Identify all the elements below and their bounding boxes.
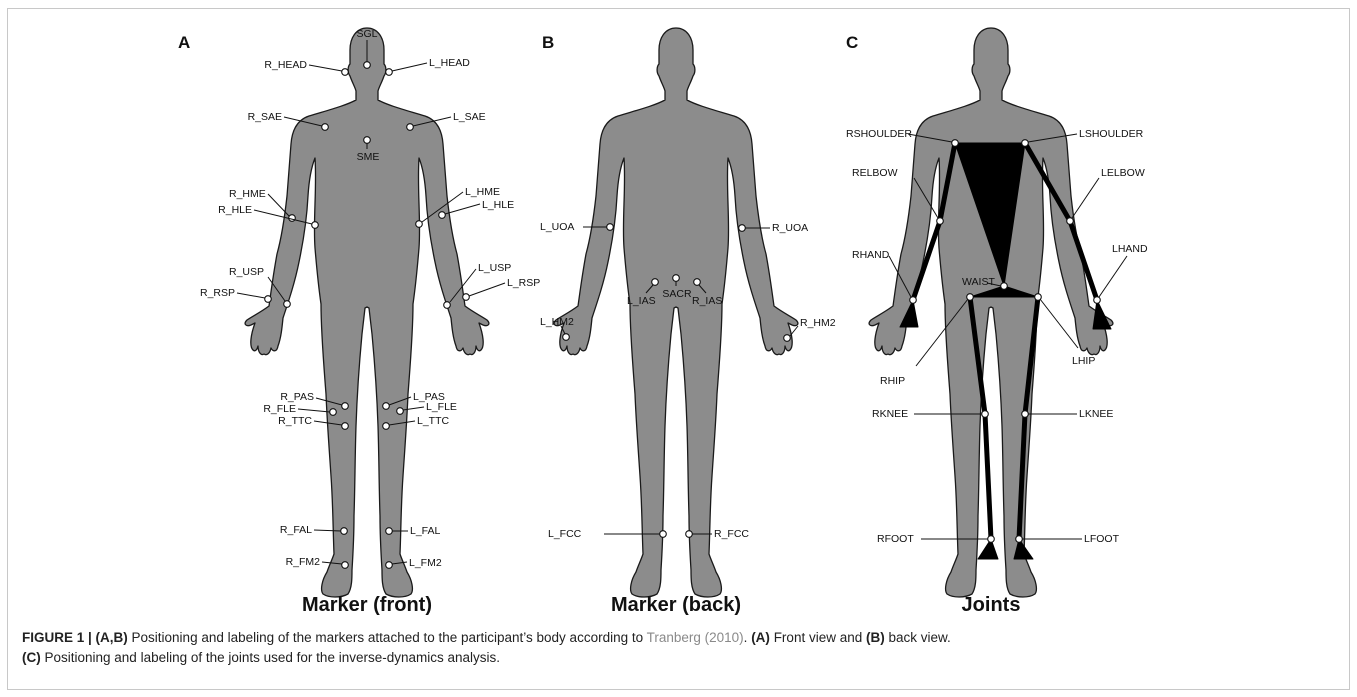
panel-title-c: Joints xyxy=(962,594,1021,616)
joint-lfoot: LFOOT xyxy=(1016,533,1120,545)
label-rfoot: RFOOT xyxy=(877,533,914,545)
marker-r-rsp: R_RSP xyxy=(200,287,271,302)
label-sgl: SGL xyxy=(356,28,377,40)
label-rshoulder: RSHOULDER xyxy=(846,128,912,140)
body-back-silhouette xyxy=(554,28,798,597)
panel-letter-a: A xyxy=(178,33,190,52)
label-l-hm2: L_HM2 xyxy=(540,316,574,328)
label-l-rsp: L_RSP xyxy=(507,277,540,289)
label-r-fal: R_FAL xyxy=(280,524,312,536)
label-sacr: SACR xyxy=(662,288,692,300)
caption-text-1: Positioning and labeling of the markers … xyxy=(128,630,647,645)
label-l-uoa: L_UOA xyxy=(540,221,574,233)
label-r-ias: R_IAS xyxy=(692,295,722,307)
panel-letter-c: C xyxy=(846,33,858,52)
label-l-fal: L_FAL xyxy=(410,525,441,537)
label-r-head: R_HEAD xyxy=(264,59,307,71)
panel-title-a: Marker (front) xyxy=(302,594,432,616)
marker-r-head: R_HEAD xyxy=(264,59,348,75)
label-lknee: LKNEE xyxy=(1079,408,1113,420)
label-l-fle: L_FLE xyxy=(426,401,457,413)
label-l-head: L_HEAD xyxy=(429,57,470,69)
caption-label-a: (A) xyxy=(751,630,770,645)
panel-c-joints: RSHOULDER LSHOULDER RELBOW LELBOW RHAND xyxy=(846,28,1148,616)
label-r-pas: R_PAS xyxy=(280,391,314,403)
label-r-fcc: R_FCC xyxy=(714,528,749,540)
caption-text-4: back view. xyxy=(885,630,951,645)
label-r-hme: R_HME xyxy=(229,188,266,200)
label-l-ttc: L_TTC xyxy=(417,415,450,427)
caption-lead: FIGURE 1 | (A,B) xyxy=(22,630,128,645)
label-r-fle: R_FLE xyxy=(263,403,296,415)
label-l-usp: L_USP xyxy=(478,262,511,274)
caption-text-5: Positioning and labeling of the joints u… xyxy=(41,650,500,665)
label-l-fcc: L_FCC xyxy=(548,528,582,540)
joint-lhand: LHAND xyxy=(1094,243,1148,303)
label-sme: SME xyxy=(357,151,380,163)
label-l-hle: L_HLE xyxy=(482,199,514,211)
label-lhand: LHAND xyxy=(1112,243,1148,255)
left-hand-segment xyxy=(1093,300,1111,329)
label-l-ias: L_IAS xyxy=(627,295,656,307)
label-r-fm2: R_FM2 xyxy=(286,556,321,568)
label-r-usp: R_USP xyxy=(229,266,264,278)
marker-l-head: L_HEAD xyxy=(386,57,471,75)
label-lhip: LHIP xyxy=(1072,355,1095,367)
panel-b-back-markers: L_UOA R_UOA SACR L_IAS R_IAS xyxy=(540,28,836,616)
label-l-sae: L_SAE xyxy=(453,111,486,123)
label-r-hm2: R_HM2 xyxy=(800,317,836,329)
panel-letter-b: B xyxy=(542,33,554,52)
label-l-fm2: L_FM2 xyxy=(409,557,442,569)
label-lfoot: LFOOT xyxy=(1084,533,1120,545)
label-lelbow: LELBOW xyxy=(1101,167,1145,179)
label-r-ttc: R_TTC xyxy=(278,415,312,427)
marker-r-fle: R_FLE xyxy=(263,403,336,415)
label-relbow: RELBOW xyxy=(852,167,898,179)
joint-lelbow: LELBOW xyxy=(1067,167,1145,224)
caption-citation-link[interactable]: Tranberg (2010) xyxy=(647,630,744,645)
marker-l-rsp: L_RSP xyxy=(463,277,541,300)
caption-text-3: Front view and xyxy=(770,630,866,645)
label-r-uoa: R_UOA xyxy=(772,222,808,234)
label-waist: WAIST xyxy=(962,276,995,288)
label-r-sae: R_SAE xyxy=(248,111,282,123)
label-l-hme: L_HME xyxy=(465,186,500,198)
label-r-hle: R_HLE xyxy=(218,204,252,216)
caption-label-c: (C) xyxy=(22,650,41,665)
label-lshoulder: LSHOULDER xyxy=(1079,128,1144,140)
label-rhand: RHAND xyxy=(852,249,890,261)
panel-a-front-markers: SGL R_HEAD L_HEAD R_SAE L_SAE xyxy=(200,28,540,616)
label-r-rsp: R_RSP xyxy=(200,287,235,299)
label-rhip: RHIP xyxy=(880,375,905,387)
joint-lknee: LKNEE xyxy=(1022,408,1114,420)
panel-title-b: Marker (back) xyxy=(611,594,741,616)
label-rknee: RKNEE xyxy=(872,408,908,420)
caption-label-b: (B) xyxy=(866,630,885,645)
right-foot-segment xyxy=(978,539,998,559)
figure-caption: FIGURE 1 | (A,B) Positioning and labelin… xyxy=(22,628,1332,668)
